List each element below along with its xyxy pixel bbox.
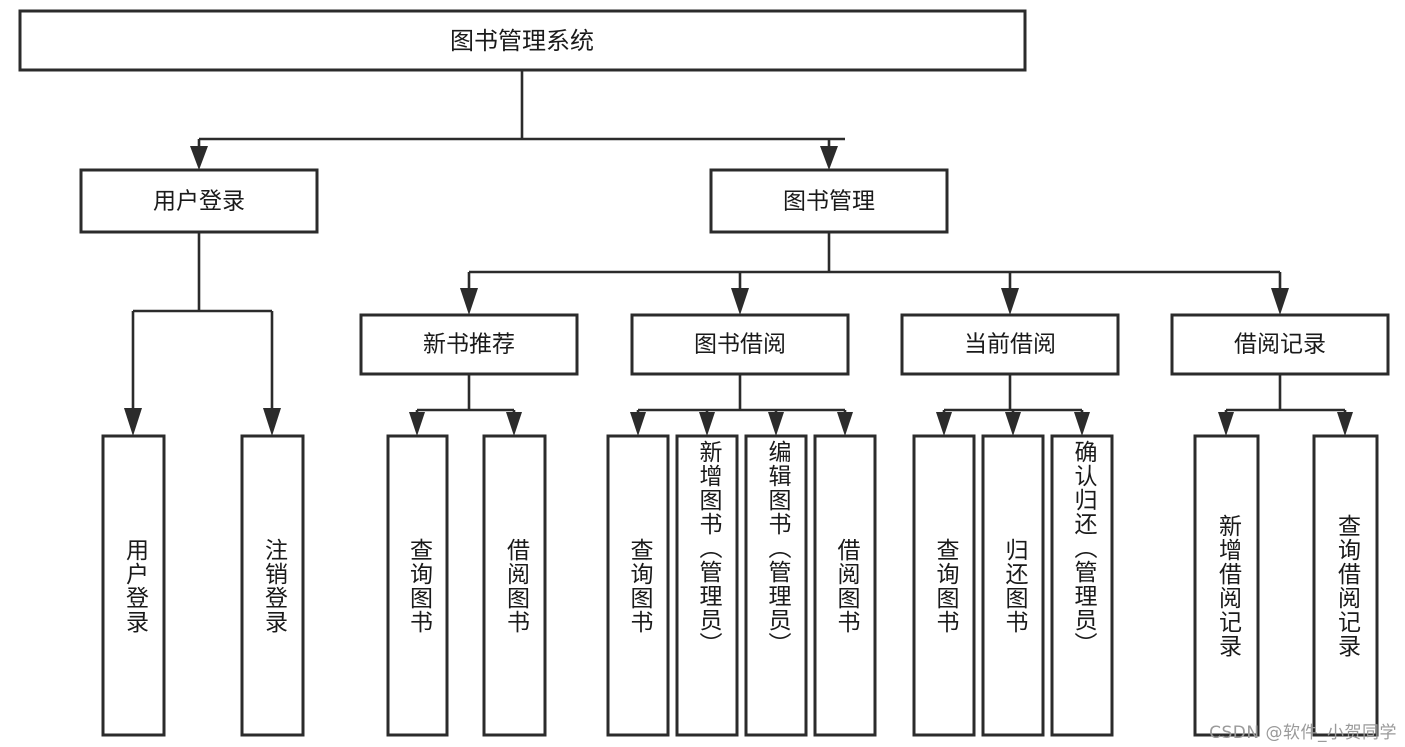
watermark-text: CSDN @软件_小贺同学 xyxy=(1209,723,1397,743)
node-current-borrow-label: 当前借阅 xyxy=(964,332,1056,358)
arrowhead-leaf-bookborrow-3 xyxy=(768,412,784,436)
arrowhead-leaf-currentborrow-3 xyxy=(1074,412,1090,436)
arrowhead-leaf-borrowrecord-1 xyxy=(1218,412,1234,436)
node-root-label: 图书管理系统 xyxy=(450,27,594,55)
arrowhead-leaf-bookborrow-2 xyxy=(699,412,715,436)
node-new-book-recommend-label: 新书推荐 xyxy=(423,332,515,358)
connector-layer xyxy=(124,70,1353,436)
node-current-borrow-box[interactable] xyxy=(900,313,1120,376)
node-user-login-label: 用户登录 xyxy=(153,189,245,215)
leaf-box-new-book-1[interactable] xyxy=(386,434,449,737)
arrowhead-leaf-borrowrecord-2 xyxy=(1337,412,1353,436)
arrowhead-leaf-bookborrow-4 xyxy=(837,412,853,436)
node-layer: 图书管理系统 用户登录 图书管理 新书推荐 图书借阅 当前借阅 借阅记录 xyxy=(18,9,1390,737)
node-new-book-recommend-box[interactable] xyxy=(359,313,579,376)
arrowhead-borrow-record xyxy=(1271,288,1289,315)
arrowhead-book-borrow xyxy=(731,288,749,315)
leaf-box-new-book-2[interactable] xyxy=(482,434,547,737)
node-root-box[interactable] xyxy=(18,9,1027,72)
node-borrow-record-label: 借阅记录 xyxy=(1234,332,1326,358)
node-user-login-box[interactable] xyxy=(79,168,319,234)
arrowhead-user-login xyxy=(190,146,208,170)
arrowhead-leaf-currentborrow-2 xyxy=(1005,412,1021,436)
node-book-management-box[interactable] xyxy=(709,168,949,234)
arrowhead-leaf-newbook-1 xyxy=(409,412,425,436)
leaf-box-book-borrow-2[interactable] xyxy=(675,434,739,737)
arrowhead-leaf-bookborrow-1 xyxy=(630,412,646,436)
leaf-box-current-borrow-2[interactable] xyxy=(981,434,1045,737)
arrowhead-leaf-newbook-2 xyxy=(506,412,522,436)
arrowhead-leaf-currentborrow-1 xyxy=(936,412,952,436)
node-book-management-label: 图书管理 xyxy=(783,189,875,215)
node-book-borrow-label: 图书借阅 xyxy=(694,332,786,358)
arrowhead-current-borrow xyxy=(1001,288,1019,315)
node-book-borrow-box[interactable] xyxy=(630,313,850,376)
leaf-box-book-borrow-4[interactable] xyxy=(813,434,877,737)
leaf-box-user-login-1[interactable] xyxy=(101,434,166,737)
arrowhead-leaf-user-login-1 xyxy=(124,408,142,436)
leaf-box-current-borrow-1[interactable] xyxy=(912,434,976,737)
leaf-box-book-borrow-1[interactable] xyxy=(606,434,670,737)
leaf-box-user-login-2[interactable] xyxy=(240,434,305,737)
leaf-box-borrow-record-1[interactable] xyxy=(1193,434,1260,737)
leaf-box-borrow-record-2[interactable] xyxy=(1312,434,1379,737)
leaf-box-current-borrow-3[interactable] xyxy=(1050,434,1114,737)
node-borrow-record-box[interactable] xyxy=(1170,313,1390,376)
arrowhead-leaf-user-login-2 xyxy=(263,408,281,436)
leaf-box-book-borrow-3[interactable] xyxy=(744,434,808,737)
arrowhead-new-book xyxy=(460,288,478,315)
arrowhead-book-mgmt xyxy=(820,146,838,170)
